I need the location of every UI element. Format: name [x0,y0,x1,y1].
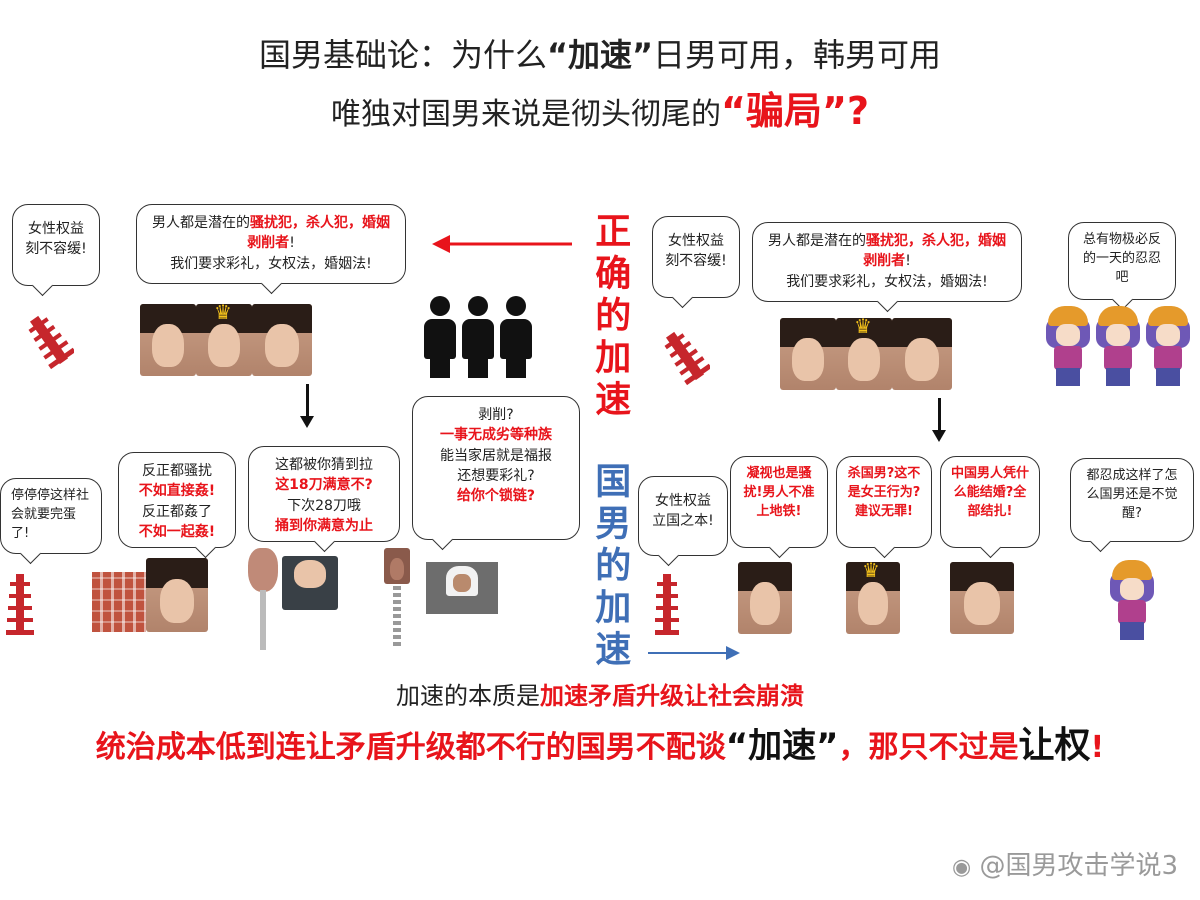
photo-woman-1 [140,304,196,376]
crown-icon-right: ♛ [854,314,872,338]
label-guonan-acceleration: 国男的加速 [589,462,631,672]
photo-woman-2 [196,304,252,376]
bubble-endure: 总有物极必反的一天的忍忍吧 [1068,222,1176,311]
photo-mask [248,548,278,592]
chain-icon [393,586,401,646]
anime-character-icon [1144,306,1192,386]
bubble-marry: 中国男人凭什么能结婚?全部结扎! [940,456,1040,559]
bottom-line-2: 统治成本低到连让矛盾升级都不行的国男不配谈“加速”，那只不过是让权! [95,725,1105,766]
bubble-kill: 杀国男?这不是女王行为?建议无罪! [836,456,932,559]
bubble-women-rights-right: 女性权益刻不容缓! [652,216,740,309]
photo-man-headscarf [426,562,498,614]
watermark: ◉ @国男攻击学说3 [951,851,1178,881]
photo-woman-2-right [836,318,892,390]
pagoda-icon [28,315,74,370]
bubble-stop-left: 停停停这样社会就要完蛋了! [0,478,102,565]
photo-building [92,572,146,632]
pagoda-upright-icon [6,574,34,635]
bubble-guess: 这都被你猜到拉 这18刀满意不? 下次28刀哦 捅到你满意为止 [248,446,400,553]
photo-woman-3-right [892,318,952,390]
red-left-arrow-icon [432,235,572,253]
men-group-icon [422,296,532,378]
bubble-men-criminals-left: 男人都是潜在的骚扰犯，杀人犯，婚姻剥削者! 我们要求彩礼，女权法，婚姻法! [136,204,406,295]
anime-character-icon [1108,560,1156,640]
bubble-foundation: 女性权益立国之本! [638,476,728,567]
photo-woman-3-bottom [950,562,1014,634]
bottom-line-1: 加速的本质是加速矛盾升级让社会崩溃 [396,682,804,710]
pagoda-icon-right [664,331,710,386]
crown-icon: ♛ [214,300,232,324]
photo-man-suit [282,556,338,610]
bubble-wake: 都忍成这样了怎么国男还是不觉醒? [1070,458,1194,553]
blue-right-arrow-icon [648,646,740,660]
pagoda-upright-icon-right [655,574,679,635]
photo-woman-1-right [780,318,836,390]
weibo-icon: ◉ [951,855,972,880]
bubble-exploit: 剥削? 一事无成劣等种族 能当家居就是福报 还想要彩礼? 给你个锁链? [412,396,580,551]
down-arrow-icon-right [932,398,946,442]
anime-character-icon [1094,306,1142,386]
photo-woman-2-bottom [846,562,900,634]
photo-man-smiling [146,558,208,632]
photo-woman-1-bottom [738,562,792,634]
label-correct-acceleration: 正确的加速 [589,212,631,422]
anime-character-icon [1044,306,1092,386]
bubble-women-rights-left: 女性权益刻不容缓! [12,204,100,297]
knife-icon [260,590,266,650]
bubble-stare: 凝视也是骚扰!男人不准上地铁! [730,456,828,559]
crown-icon-bottom: ♛ [862,558,880,582]
bubble-harass: 反正都骚扰 不如直接姦! 反正都姦了 不如一起姦! [118,452,236,559]
bubble-men-criminals-right: 男人都是潜在的骚扰犯，杀人犯，婚姻剥削者! 我们要求彩礼，女权法，婚姻法! [752,222,1022,313]
title-line-1: 国男基础论：为什么“加速”日男可用，韩男可用 [258,36,942,74]
down-arrow-icon [300,384,314,428]
title-line-2: 唯独对国男来说是彻头彻尾的“骗局”? [331,89,869,133]
photo-woman-3 [252,304,312,376]
photo-injured-woman [384,548,410,584]
